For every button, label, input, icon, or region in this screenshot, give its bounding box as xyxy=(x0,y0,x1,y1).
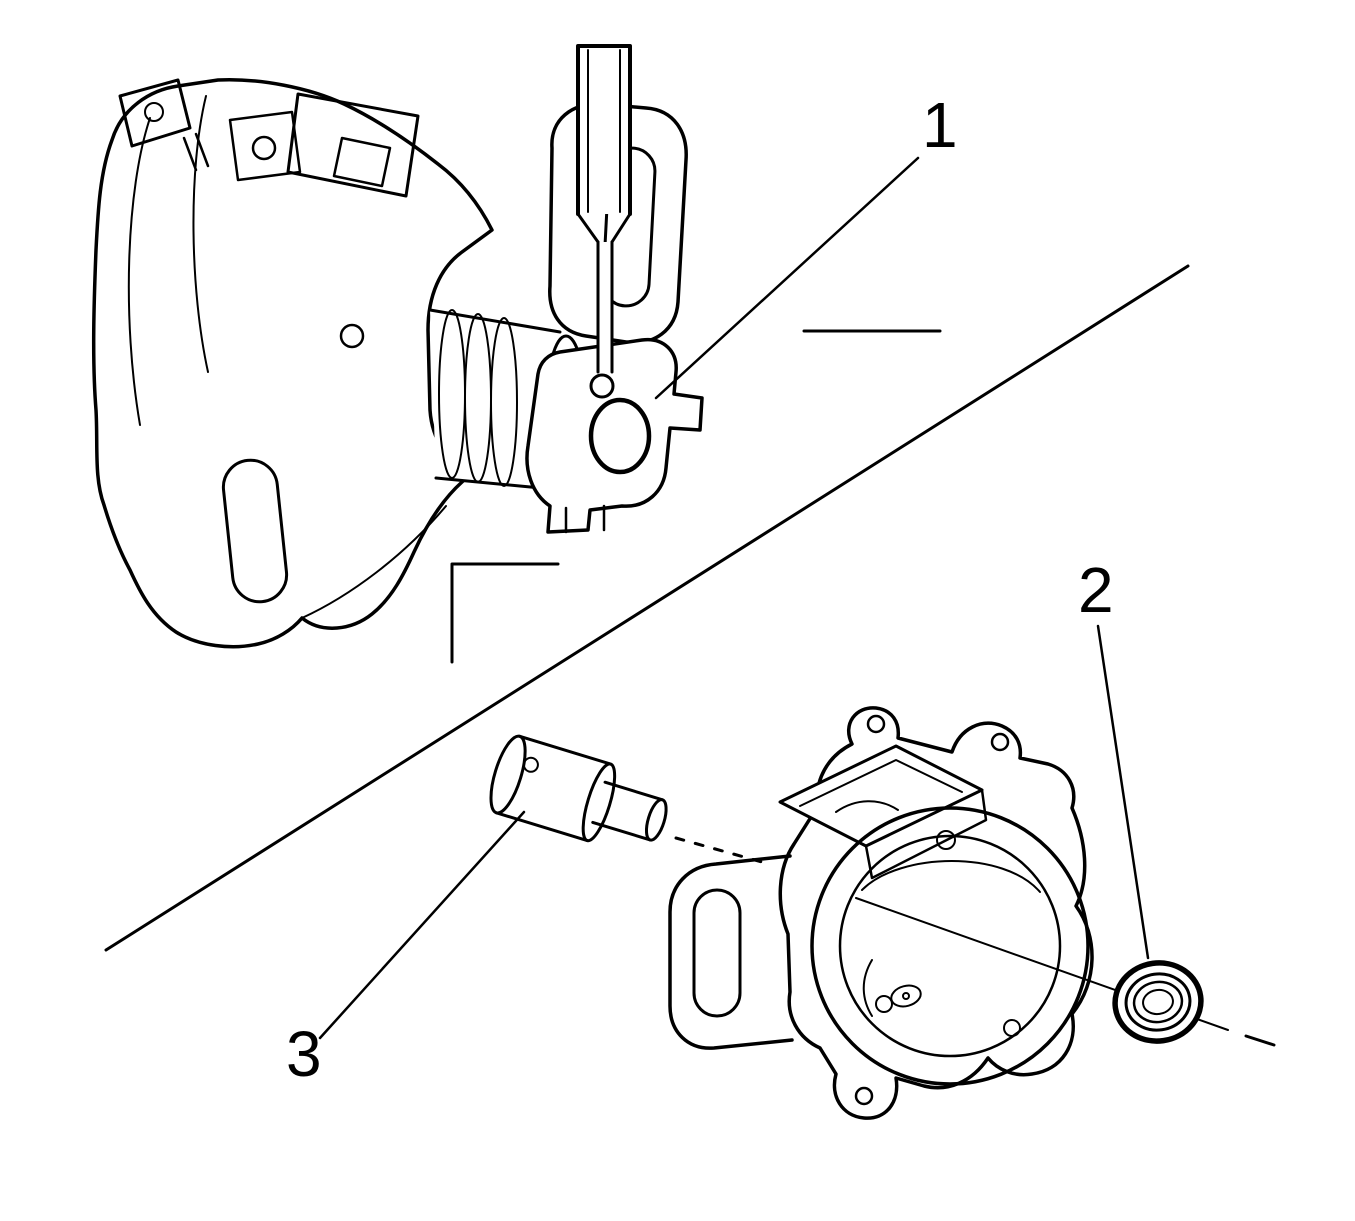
panel-edge-lines xyxy=(104,264,1190,952)
dowel-pin xyxy=(489,734,668,843)
callout-3-label: 3 xyxy=(286,1018,322,1090)
tool-bracket xyxy=(525,337,704,534)
rod-body xyxy=(576,44,632,216)
cover-left-bracket xyxy=(668,854,794,1050)
shaft-fill xyxy=(598,242,612,372)
bolt-hole xyxy=(339,323,365,349)
housing-slot xyxy=(221,458,289,604)
callout-1-label: 1 xyxy=(922,89,958,161)
callout-2-leader xyxy=(1096,624,1150,960)
rod-fill xyxy=(578,46,630,214)
pin-tip-cap xyxy=(644,798,668,842)
callout-2-label: 2 xyxy=(1078,554,1114,626)
panel-step-line xyxy=(450,562,560,664)
face-hole xyxy=(875,995,893,1013)
pin-body-edges xyxy=(494,734,613,843)
axis-end-dash xyxy=(1244,1034,1276,1047)
cover-face-outer-circle xyxy=(810,806,1090,1086)
port-inner-edge xyxy=(799,759,963,807)
cover-face-inner-circle xyxy=(838,834,1062,1058)
pin-step-cap xyxy=(581,762,617,843)
cylinder-top-edge xyxy=(428,308,562,334)
face-boss-center xyxy=(902,992,910,1000)
rod-neck xyxy=(576,212,632,244)
cavity-arc xyxy=(862,959,873,1017)
rib-marks xyxy=(182,132,210,172)
bracket-slot xyxy=(692,888,742,1018)
pin-tip-edges xyxy=(591,780,664,842)
face-boss xyxy=(890,984,922,1008)
ear-hole xyxy=(990,732,1010,752)
port-arc xyxy=(835,800,899,813)
rod-tip xyxy=(589,373,615,399)
cover-housing xyxy=(668,706,1094,1120)
callout-1: 1 xyxy=(654,89,958,400)
boss-pad xyxy=(228,110,302,182)
seal-bore xyxy=(1142,988,1174,1016)
port-depth-edge xyxy=(864,788,988,880)
mount-lug xyxy=(118,78,192,148)
face-hole xyxy=(936,830,956,850)
rod-inner-lines xyxy=(587,49,621,213)
pin-tip-fill xyxy=(592,782,663,840)
casting-line xyxy=(301,505,447,619)
ear-hole xyxy=(866,714,886,734)
top-mount-pad xyxy=(286,92,420,198)
seal-ring xyxy=(1112,960,1204,1044)
pin-face-hole xyxy=(522,756,539,773)
casting-line xyxy=(127,117,151,426)
seal-outer-ring xyxy=(1112,960,1204,1044)
ear-hole xyxy=(854,1086,874,1106)
tool-bracket-outline xyxy=(525,337,704,534)
face-hole xyxy=(1003,1019,1021,1037)
boss-hole xyxy=(251,135,277,161)
seal-mid-ring xyxy=(1124,972,1192,1032)
installer-tool-rod xyxy=(576,44,632,399)
long-diagonal-line xyxy=(104,264,1190,952)
lug-hole xyxy=(144,102,164,122)
pin-alignment-dots xyxy=(674,836,764,864)
flange-slot xyxy=(601,146,657,308)
casting-line xyxy=(192,95,209,373)
top-mount-window xyxy=(332,136,392,188)
callout-1-leader xyxy=(654,156,920,400)
rod-shaft xyxy=(596,240,614,374)
bracket-bore xyxy=(588,397,652,475)
callout-3: 3 xyxy=(286,810,526,1090)
bracket-notches xyxy=(564,504,606,534)
callout-3-leader xyxy=(318,810,526,1040)
transaxle-housing xyxy=(91,77,494,649)
cylinder-rib xyxy=(490,317,518,487)
cavity-arc xyxy=(861,860,1041,893)
seal-inner-ring xyxy=(1132,980,1184,1024)
